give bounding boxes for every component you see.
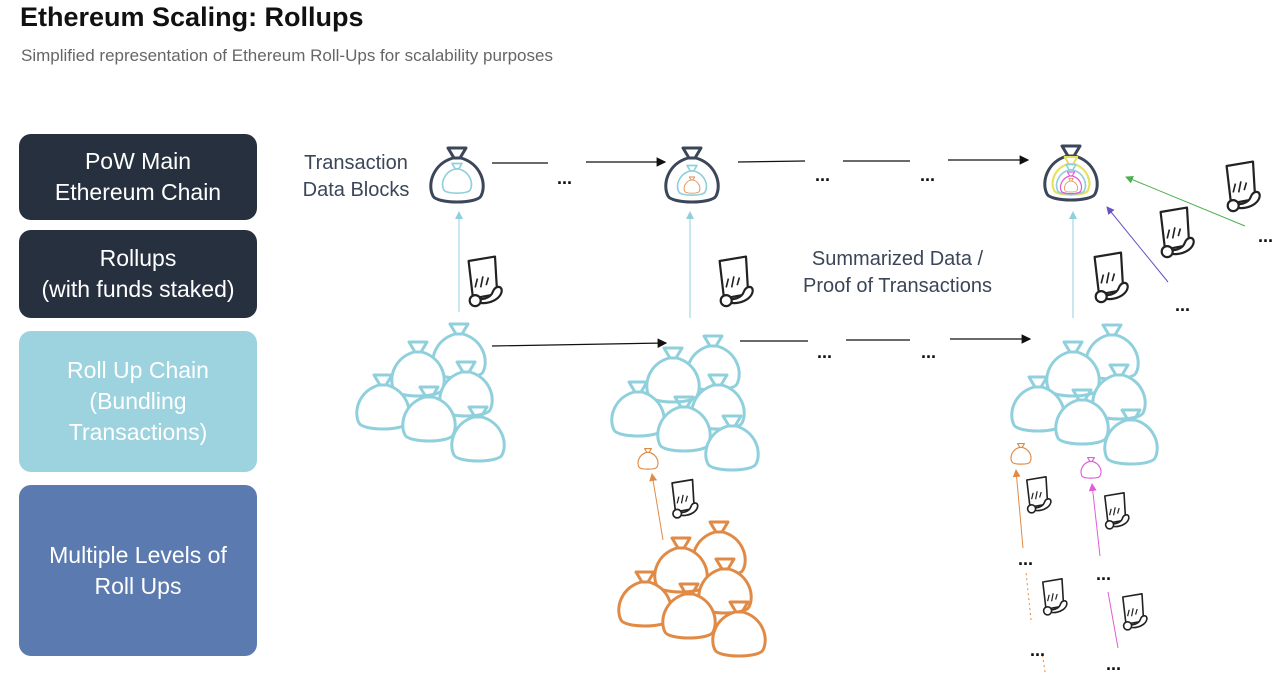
ellipsis-markers: ... ... ... ... ... ... ... ... ... ... …	[557, 165, 1273, 673]
ellipsis: ...	[1175, 295, 1190, 315]
page-subtitle: Simplified representation of Ethereum Ro…	[21, 46, 553, 65]
orange-bag-cluster	[617, 520, 767, 658]
green-arrow	[1125, 175, 1246, 227]
orange-arrow-2	[1012, 469, 1024, 549]
level-multiple-rollups: Multiple Levels of Roll Ups	[19, 485, 257, 656]
ellipsis: ...	[817, 342, 832, 362]
pink-arrow	[1088, 483, 1101, 557]
page-title: Ethereum Scaling: Rollups	[20, 2, 364, 32]
level-pow-main-chain: PoW Main Ethereum Chain	[19, 134, 257, 220]
ellipsis: ...	[1030, 640, 1045, 660]
level-rollup-chain: Roll Up Chain (Bundling Transactions)	[19, 331, 257, 472]
rollup-small-bag-orange	[637, 448, 659, 470]
ellipsis: ...	[1018, 549, 1033, 569]
rollup-bag-cluster-1	[355, 322, 506, 463]
orange-arrow	[649, 473, 664, 541]
ellipsis: ...	[920, 165, 935, 185]
main-chain-links	[492, 155, 1030, 167]
ellipsis: ...	[1106, 654, 1121, 673]
rollup-chain-links	[491, 334, 1032, 348]
purple-arrow	[1106, 206, 1169, 283]
transaction-data-blocks-label: Transaction Data Blocks	[302, 152, 410, 201]
ellipsis: ...	[1258, 226, 1273, 246]
ellipsis: ...	[557, 168, 572, 188]
proof-arrows	[455, 211, 1077, 318]
rollup-bag-cluster-3	[1010, 323, 1159, 466]
ellipsis: ...	[1096, 564, 1111, 584]
summarized-data-label: Summarized Data / Proof of Transactions	[803, 248, 992, 297]
orange-arrow-3	[1025, 571, 1032, 621]
level-rollups: Rollups (with funds staked)	[19, 230, 257, 318]
rollup-bag-cluster-2	[610, 334, 760, 472]
orange-arrow-4	[1041, 651, 1046, 673]
ellipsis: ...	[815, 165, 830, 185]
ellipsis: ...	[921, 342, 936, 362]
pink-arrow-2	[1107, 591, 1119, 649]
